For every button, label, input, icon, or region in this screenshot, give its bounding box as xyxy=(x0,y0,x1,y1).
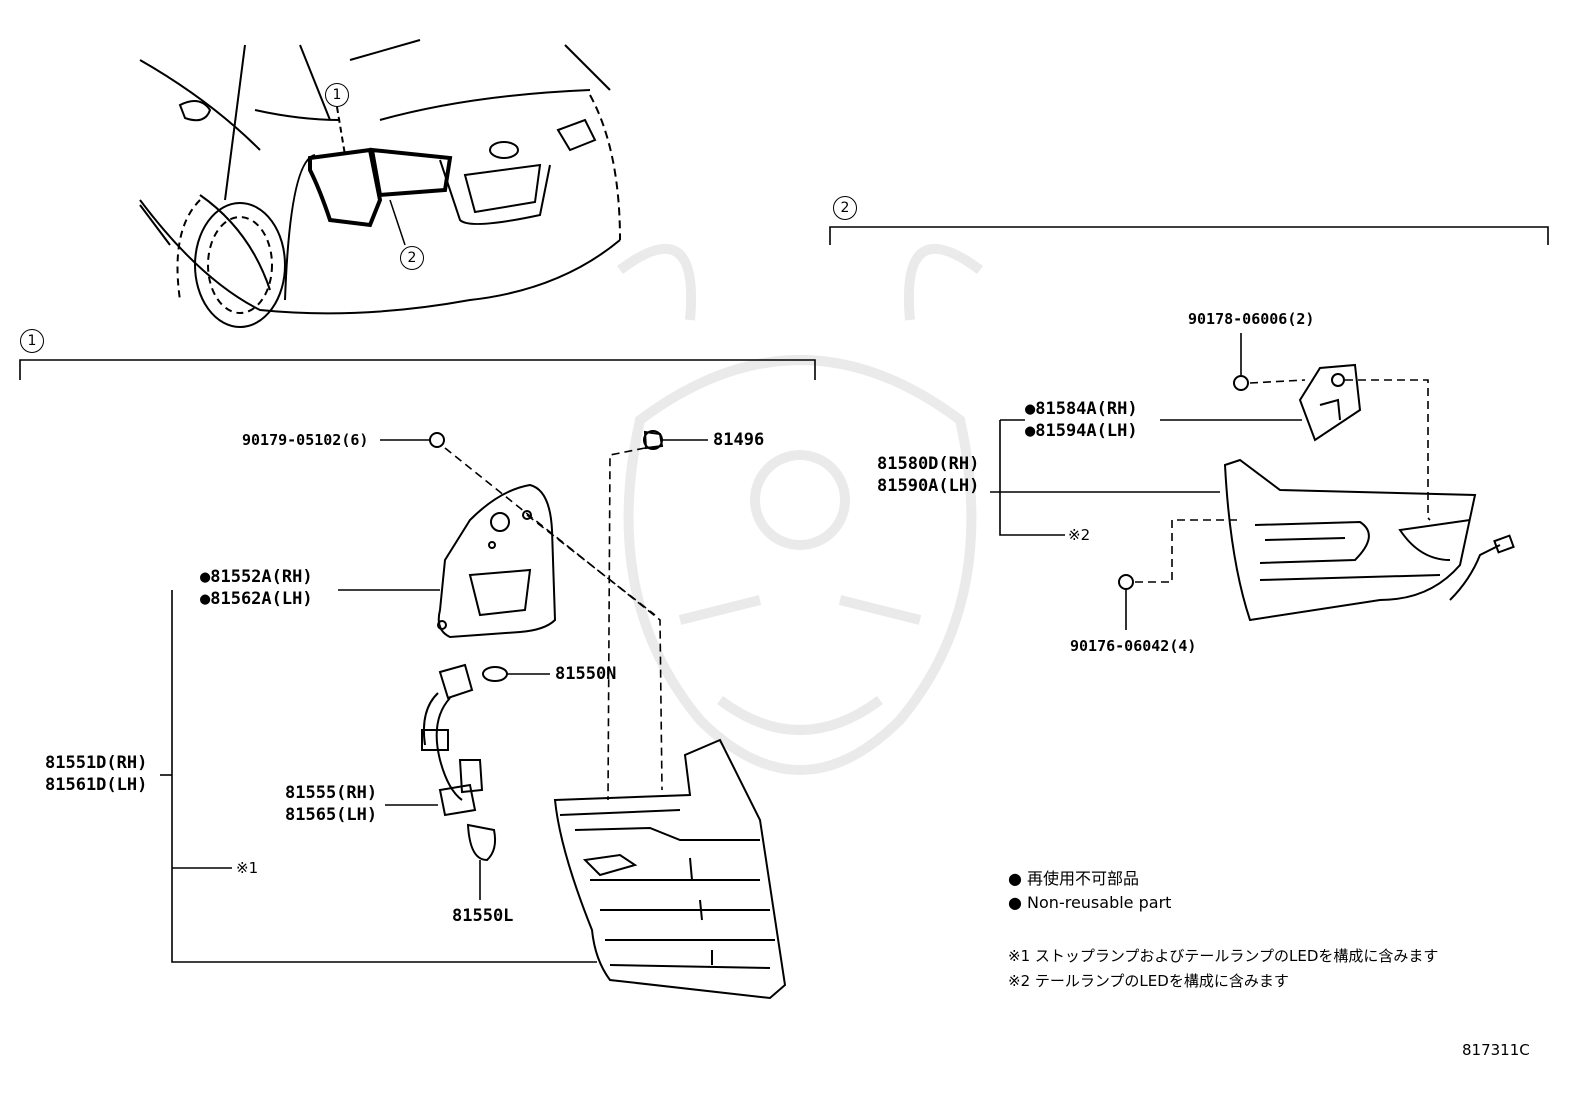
part-label-plug: 81496 xyxy=(713,430,765,450)
watermark-samurai-helmet xyxy=(617,243,983,775)
group2-leaders xyxy=(990,333,1431,630)
note-ref-2: ※2 xyxy=(1068,526,1091,544)
legend-en: ● Non-reusable part xyxy=(1008,893,1172,912)
part-label-socket-lh: 81565(LH) xyxy=(285,805,378,825)
part-label-bulb-l: 81550L xyxy=(452,906,514,926)
note-1: ※1 ストップランプおよびテールランプのLEDを構成に含みます xyxy=(1008,947,1439,965)
callout-1-section: 1 xyxy=(20,329,44,353)
part-label-lamp2-lh: 81590A(LH) xyxy=(877,476,980,496)
part-label-nut-bottom: 90176-06042(4) xyxy=(1070,637,1197,655)
part-label-clip: 90179-05102(6) xyxy=(242,431,369,449)
legend-jp: ● 再使用不可部品 xyxy=(1008,869,1140,888)
part-label-socket-rh: 81555(RH) xyxy=(285,783,378,803)
clip-90179 xyxy=(429,432,445,448)
callout-1-vehicle: 1 xyxy=(325,83,349,107)
back-door-lamp-81580D xyxy=(1223,458,1515,622)
part-label-gasket-rh: ●81552A(RH) xyxy=(200,567,313,587)
vehicle-overview xyxy=(139,39,621,328)
socket-wiring-81555 xyxy=(421,663,508,862)
plug-81496 xyxy=(643,430,664,450)
nut-90176 xyxy=(1118,574,1134,590)
gasket-81584A xyxy=(1298,363,1362,442)
note-ref-1: ※1 xyxy=(236,859,259,877)
part-label-bulb-n: 81550N xyxy=(555,664,617,684)
part-label-nut-top: 90178-06006(2) xyxy=(1188,310,1315,328)
group1-leaders xyxy=(160,439,708,963)
rear-combination-lamp-81551D xyxy=(553,738,787,1000)
part-label-lamp2-rh: 81580D(RH) xyxy=(877,454,980,474)
part-label-gasket-lh: ●81562A(LH) xyxy=(200,589,313,609)
gasket-81552A xyxy=(437,483,557,639)
group1-bracket xyxy=(19,359,816,380)
part-label-gasket2-rh: ●81584A(RH) xyxy=(1025,399,1138,419)
group2-bracket xyxy=(829,226,1549,245)
nut-90178 xyxy=(1233,375,1249,391)
note-2: ※2 テールランプのLEDを構成に含みます xyxy=(1008,972,1289,990)
callout-2-section: 2 xyxy=(833,196,857,220)
part-label-gasket2-lh: ●81594A(LH) xyxy=(1025,421,1138,441)
diagram-code: 817311C xyxy=(1462,1041,1530,1059)
callout-2-vehicle: 2 xyxy=(400,246,424,270)
part-label-lamp-rh: 81551D(RH) xyxy=(45,753,148,773)
part-label-lamp-lh: 81561D(LH) xyxy=(45,775,148,795)
